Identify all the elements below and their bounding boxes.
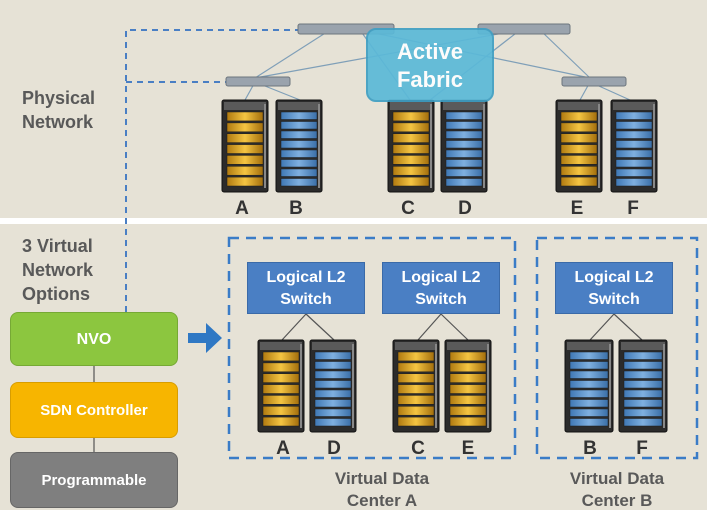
vdc-a-server-label-d: D [327,438,341,459]
vdc-a-rack-c [392,339,440,433]
physical-server-label-d: D [458,198,472,219]
nvo-option: NVO [10,312,178,366]
sdn-controller-option: SDN Controller [10,382,178,438]
section-divider [0,218,707,224]
logical-l2-switch-3: Logical L2 Switch [555,262,673,314]
logical-l2-switch-1: Logical L2 Switch [247,262,365,314]
leaf-switch-1 [225,76,291,87]
physical-server-label-e: E [570,198,584,219]
physical-rack-d [440,99,488,193]
vdc-b-server-label-b: B [583,438,597,459]
vdc-a-label: Virtual Data Center A [334,469,430,510]
nvo-arrow [188,323,222,353]
vdc-b-rack-b [564,339,614,433]
logical-l2-switch-2: Logical L2 Switch [382,262,500,314]
vdc-a-server-label-e: E [461,438,475,459]
vdc-a-rack-a [257,339,305,433]
virtual-network-options-label: 3 Virtual Network Options [22,236,94,304]
vdc-b-box [535,236,699,460]
physical-rack-e [555,99,603,193]
server-racks [221,99,668,433]
physical-server-label-b: B [289,198,303,219]
programmable-option: Programmable [10,452,178,508]
active-fabric-badge: Active Fabric [366,28,494,102]
physical-rack-f [610,99,658,193]
management-dashed-line [125,29,300,312]
vdc-a-server-label-a: A [276,438,290,459]
physical-rack-c [387,99,435,193]
logical-links [93,313,643,452]
physical-rack-b [275,99,323,193]
physical-server-label-a: A [235,198,249,219]
vdc-b-label: Virtual Data Center B [569,469,665,510]
physical-server-label-c: C [401,198,415,219]
physical-network-label: Physical Network [22,88,96,132]
leaf-switch-2 [561,76,627,87]
physical-server-label-f: F [627,198,639,219]
vdc-a-server-label-c: C [411,438,425,459]
physical-rack-a [221,99,269,193]
vdc-a-rack-d [309,339,357,433]
vdc-b-server-label-f: F [636,438,648,459]
vdc-a-box [227,236,517,460]
vdc-b-rack-f [618,339,668,433]
vdc-a-rack-e [444,339,492,433]
